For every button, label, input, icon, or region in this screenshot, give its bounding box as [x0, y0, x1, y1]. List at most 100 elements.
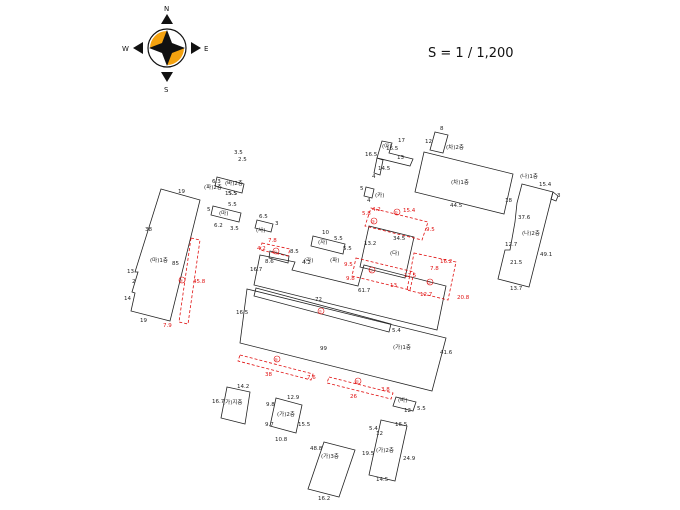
dim: 19 — [178, 189, 185, 195]
red-dim: 26 — [350, 394, 357, 400]
building-na — [497, 183, 554, 288]
compass-arrow-s — [161, 72, 173, 82]
dim: 3 — [557, 193, 561, 199]
building-ga2-small — [269, 397, 303, 434]
red-dim: 9.5 — [426, 227, 435, 233]
dim: 2.5 — [238, 157, 247, 163]
red-dim: 9.5 — [344, 262, 353, 268]
building-ja — [310, 235, 346, 255]
dim: 3.5 — [234, 150, 243, 156]
dim: 41.6 — [440, 350, 453, 356]
label-cha1: (차)1층 — [451, 178, 469, 186]
compass-arrow-n — [161, 14, 173, 24]
dim: 15.5 — [298, 422, 311, 428]
dim: 13 — [127, 269, 134, 275]
dim: 12 — [376, 431, 383, 437]
red-dim: 7.8 — [268, 238, 277, 244]
dim: 6.2 — [214, 223, 223, 229]
building-da — [359, 225, 415, 279]
red-dim: 5.8 — [362, 211, 371, 217]
dim: 5.5 — [228, 202, 237, 208]
dim: 5.4 — [392, 328, 401, 334]
red-dim: 38 — [265, 372, 272, 378]
dim: 12.7 — [505, 242, 518, 248]
marker-c-ga — [317, 307, 325, 315]
dim: 16.5 — [395, 422, 408, 428]
label-ga3: (가)3층 — [321, 452, 339, 460]
dim: 3.5 — [230, 226, 239, 232]
label-ga-basement: (가)지층 — [223, 398, 242, 406]
red-dim: 45.8 — [193, 279, 206, 285]
dim: 38 — [145, 227, 152, 233]
proposed-da-top — [364, 207, 429, 241]
marker-letter: 타 — [356, 379, 360, 384]
building-ra-annex — [268, 250, 290, 264]
dim: 15.4 — [539, 182, 552, 188]
dim: 13.2 — [364, 241, 376, 247]
dim: 99 — [320, 346, 327, 352]
label-pmall: (파)2층 — [204, 183, 222, 191]
label-ka: (카) — [375, 191, 384, 199]
scale-label: S = 1 / 1,200 — [428, 46, 514, 61]
red-dim: 7.9 — [163, 323, 172, 329]
building-ah-stem — [373, 157, 384, 176]
dim: 12.9 — [287, 395, 300, 401]
red-dim: 4.2 — [257, 246, 266, 252]
dim: 13 — [397, 155, 404, 161]
dim: 61.7 — [358, 288, 371, 294]
dim: 13.7 — [510, 286, 523, 292]
label-ga1: (가)1층 — [393, 343, 411, 351]
building-ga1-corridor — [253, 287, 392, 333]
building-ba-small — [392, 396, 417, 412]
building-ga1-upper — [253, 254, 447, 331]
dim: 85 — [172, 261, 179, 267]
red-dim: 12.5 — [404, 273, 417, 279]
building-ga1-lower — [239, 288, 447, 392]
compass-label-e: E — [204, 45, 208, 53]
compass-arrow-w — [133, 42, 143, 54]
label-cha2: (차)2층 — [446, 143, 464, 151]
dim: 17 — [398, 138, 405, 144]
dim: 16.7 — [250, 267, 263, 273]
label-ga2-right: (가)2층 — [376, 446, 394, 454]
marker-c-ma — [370, 217, 378, 225]
building-ba2 — [214, 176, 245, 194]
label-ra: (라) — [304, 256, 313, 264]
marker-c-ha — [273, 355, 281, 363]
building-ga-basement — [220, 386, 251, 425]
dim: 12 — [425, 139, 432, 145]
dim: 34.5 — [393, 236, 406, 242]
marker-letter: 가 — [319, 309, 323, 314]
building-sa — [254, 219, 274, 233]
dim: 10 — [322, 230, 329, 236]
compass-arrow-e — [191, 42, 201, 54]
dim: 14 — [124, 296, 131, 302]
marker-letter: 아 — [180, 278, 184, 283]
label-ba2: (바)2층 — [225, 179, 243, 187]
red-dim: 9.8 — [346, 276, 355, 282]
dim: 6.3 — [212, 179, 221, 185]
label-ja: (자) — [318, 238, 327, 246]
label-na1: (나)1층 — [520, 172, 538, 180]
building-ba1 — [210, 205, 242, 223]
red-dim: 7.8 — [430, 266, 439, 272]
dim: 2 — [132, 279, 136, 285]
proposed-sa-strip — [259, 242, 291, 257]
dim: 6.5 — [259, 214, 268, 220]
dim: 4 — [372, 174, 376, 180]
dim: 8.5 — [290, 249, 299, 255]
label-ma1: (마)1층 — [150, 256, 168, 264]
label-ah: (아) — [382, 142, 391, 150]
dim: 5 — [207, 207, 211, 213]
marker-c-ta — [354, 377, 362, 385]
dim: 15.5 — [225, 191, 238, 197]
dim: 9.8 — [266, 402, 275, 408]
red-dim: 15.4 — [403, 208, 416, 214]
compass-star — [149, 30, 185, 66]
dim: 48.8 — [310, 446, 323, 452]
dim: 16.2 — [318, 496, 330, 502]
red-dim: 20.8 — [457, 295, 470, 301]
label-ba1: (마) — [219, 209, 228, 217]
dim: 14.2 — [237, 384, 249, 390]
label-ba: (바) — [398, 396, 407, 404]
